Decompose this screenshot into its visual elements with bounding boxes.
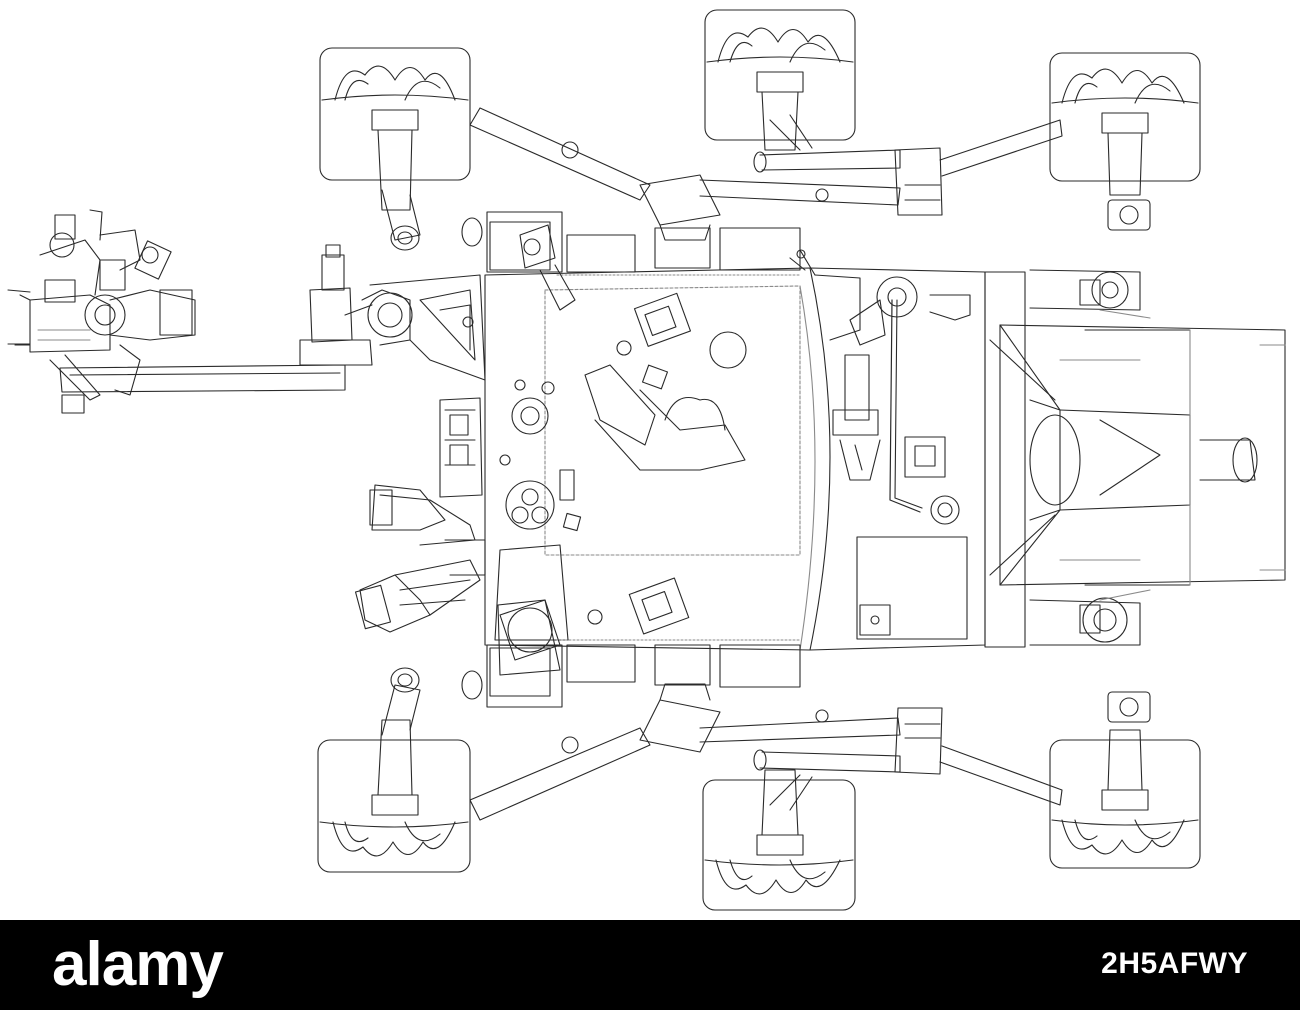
robotic-arm	[7, 209, 373, 414]
wheel-bottom-center	[702, 769, 856, 911]
image-id-label: 2H5AFWY	[1101, 947, 1248, 980]
wheel-bottom-left	[317, 667, 471, 873]
suspension-arm-upper-right	[699, 114, 1063, 216]
mmrtg-power-unit	[984, 269, 1286, 648]
wheel-top-right	[1049, 52, 1201, 231]
wheel-top-center	[704, 9, 856, 151]
suspension-arm-lower-left	[469, 683, 721, 821]
rover-body	[484, 211, 986, 708]
suspension-arm-upper-left	[469, 107, 721, 241]
wheel-bottom-right	[1049, 691, 1201, 869]
front-instruments	[354, 397, 486, 633]
mast-mount	[361, 217, 576, 700]
alamy-logo: alamy	[52, 930, 224, 999]
suspension-arm-lower-right	[699, 707, 1063, 811]
wheel-top-left	[319, 47, 471, 251]
watermark-footer-bar: alamy 2H5AFWY	[0, 920, 1300, 1010]
rover-wireframe-drawing	[7, 9, 1286, 911]
